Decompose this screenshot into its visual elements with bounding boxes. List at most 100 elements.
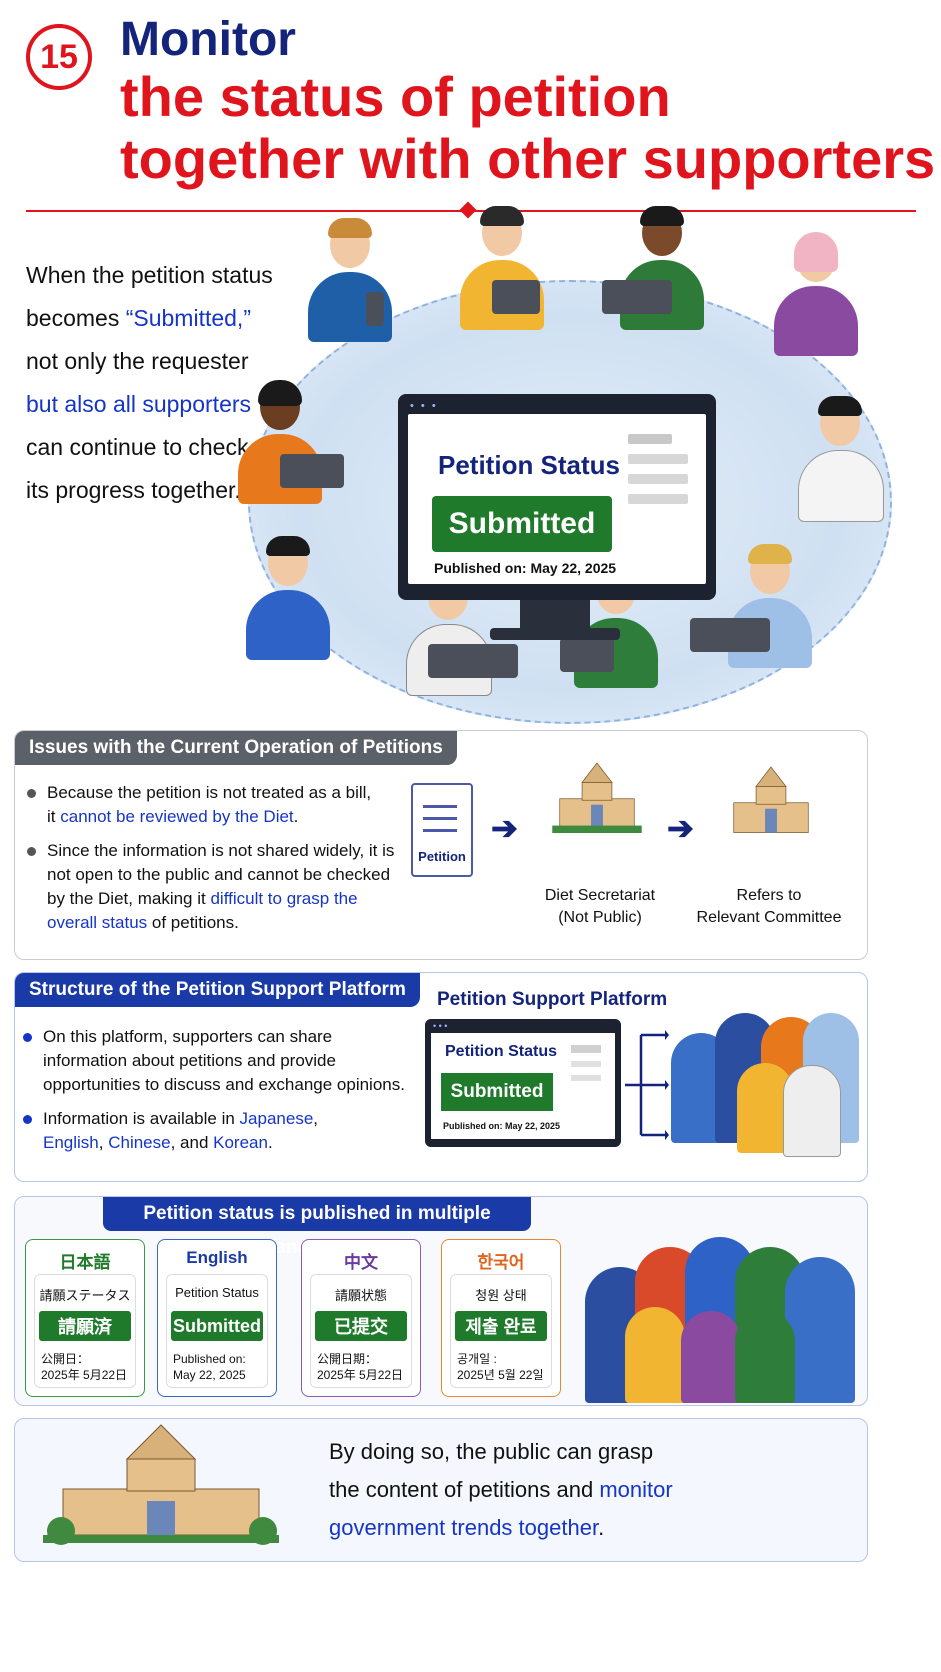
lang-date: 公開日期：2025年 5月22日 [317, 1351, 409, 1383]
caption-line: Refers to [736, 887, 802, 904]
structure-panel: Structure of the Petition Support Platfo… [14, 972, 868, 1182]
closing-line: By doing so, the public can grasp [329, 1439, 654, 1464]
supporter-figure [766, 232, 866, 356]
issue-text: of petitions. [147, 913, 239, 932]
intro-line: not only the requester [26, 348, 249, 374]
lang-card-english: English Petition Status Submitted Publis… [157, 1239, 277, 1397]
structure-bullet: On this platform, supporters can share i… [21, 1025, 411, 1097]
languages-label: Petition status is published in multiple… [103, 1197, 531, 1258]
committee-building-icon [733, 766, 809, 833]
language-korean: Korean [213, 1133, 268, 1152]
lang-status-label: Petition Status [175, 1285, 259, 1300]
closing-text-span: the content of petitions and [329, 1477, 600, 1502]
window-dots: • • • [410, 400, 438, 412]
lang-status-label: 請願状態 [334, 1288, 387, 1303]
issue-text: Because the petition is not treated as a… [47, 783, 372, 802]
caption-line: (Not Public) [558, 909, 642, 926]
submitted-highlight: “Submitted,” [125, 305, 251, 331]
lang-date-label: Published on: [173, 1352, 246, 1366]
caption-line: Diet Secretariat [544, 887, 656, 904]
issue-text: Since the information is not shared wide… [47, 841, 395, 908]
published-date: Published on: May 22, 2025 [434, 560, 617, 576]
placeholder-lines [628, 434, 688, 514]
structure-text: . [267, 1133, 273, 1152]
issues-bullets: Because the petition is not treated as a… [25, 781, 405, 945]
monitor-screen: Petition Status Submitted Published on: … [408, 414, 706, 584]
lang-name: 한국어 [477, 1253, 525, 1272]
closing-text-span: . [598, 1515, 605, 1540]
issue-bullet: Because the petition is not treated as a… [25, 781, 405, 829]
platform-submitted-badge: Submitted [441, 1073, 553, 1111]
cheering-crowd-illustration [585, 1207, 861, 1403]
arrow-right-icon: ➔ [491, 810, 518, 846]
issue-highlight: cannot be reviewed by the Diet [60, 807, 294, 826]
lang-card-inner: 청원 상태 제출 완료 공개일 :2025년 5월 22일 [450, 1274, 552, 1388]
lang-status-badge: Submitted [171, 1311, 263, 1341]
issue-text: . [293, 807, 299, 826]
structure-text: , and [170, 1133, 214, 1152]
diet-building-icon [552, 762, 642, 834]
petition-doc-label: Petition [418, 849, 466, 864]
platform-monitor: • • • Petition Status Submitted Publishe… [425, 1019, 621, 1147]
language-japanese: Japanese [239, 1109, 314, 1128]
lang-name: 日本語 [59, 1253, 111, 1272]
structure-text: , [313, 1109, 319, 1128]
supporter-figure [790, 396, 890, 522]
closing-highlight: monitor [599, 1477, 673, 1502]
title-line-2: the status of petition [120, 65, 671, 128]
lang-status-label: 청원 상태 [475, 1288, 527, 1303]
structure-bullet: Information is available in Japanese,Eng… [21, 1107, 411, 1155]
closing-highlight: government trends together [329, 1515, 599, 1540]
supporter-figure [230, 380, 344, 504]
issue-text: it [47, 807, 61, 826]
supporter-figure [452, 206, 552, 330]
structure-label: Structure of the Petition Support Platfo… [15, 973, 420, 1007]
lang-card-inner: Petition Status Submitted Published on:M… [166, 1274, 268, 1388]
intro-line: becomes “Submitted,” [26, 297, 296, 340]
supporter-figure [300, 218, 400, 342]
distribution-arrows-icon [625, 1030, 669, 1140]
petition-status-monitor: • • • Petition Status Submitted Publishe… [398, 394, 716, 600]
closing-panel: By doing so, the public can grasp the co… [14, 1418, 868, 1562]
intro-line: can continue to check [26, 434, 249, 460]
diet-secretariat-caption: Diet Secretariat (Not Public) [525, 885, 675, 929]
submitted-badge: Submitted [432, 496, 612, 552]
intro-line: its progress together. [26, 477, 241, 503]
supporter-figure [238, 536, 338, 660]
lang-date-label: 公開日期： [317, 1352, 378, 1366]
lang-date-label: 公開日： [41, 1352, 90, 1366]
petition-document-icon: Petition [411, 783, 473, 877]
closing-text: By doing so, the public can grasp the co… [329, 1433, 849, 1547]
lang-name: English [186, 1248, 248, 1267]
lang-status-label: 請願ステータス [39, 1288, 131, 1303]
languages-panel: Petition status is published in multiple… [14, 1196, 868, 1406]
monitor-stand [520, 600, 590, 630]
intro-text-span: becomes [26, 305, 126, 331]
platform-title: Petition Support Platform [437, 989, 668, 1010]
lang-date-label: 공개일 : [457, 1352, 497, 1366]
lang-card-korean: 한국어 청원 상태 제출 완료 공개일 :2025년 5월 22일 [441, 1239, 561, 1397]
intro-text: When the petition status becomes “Submit… [26, 254, 296, 512]
structure-text: , [98, 1133, 109, 1152]
section-number-badge: 15 [26, 24, 92, 90]
window-dots: • • • [433, 1021, 448, 1031]
intro-highlight-line: but also all supporters [26, 391, 252, 417]
lang-card-inner: 請願状態 已提交 公開日期：2025年 5月22日 [310, 1274, 412, 1388]
intro-line: When the petition status [26, 262, 273, 288]
lang-date: 公開日：2025年 5月22日 [41, 1351, 133, 1383]
issues-label: Issues with the Current Operation of Pet… [15, 731, 457, 765]
lang-date: 공개일 :2025년 5월 22일 [457, 1351, 549, 1383]
issue-highlight: difficult to grasp the overall status [47, 889, 358, 932]
lang-date: Published on:May 22, 2025 [173, 1351, 265, 1383]
lang-card-inner: 請願ステータス 請願済 公開日：2025年 5月22日 [34, 1274, 136, 1388]
petition-status-title: Petition Status [438, 450, 621, 480]
platform-date: Published on: May 22, 2025 [443, 1121, 561, 1131]
issue-bullet: Since the information is not shared wide… [25, 839, 405, 935]
closing-line: the content of petitions and monitor [329, 1471, 849, 1509]
lang-status-badge: 제출 완료 [455, 1311, 547, 1341]
platform-status-title: Petition Status [445, 1043, 558, 1060]
title-line-3: together with other supporters [120, 127, 936, 190]
monitor-base [490, 628, 620, 640]
structure-bullets: On this platform, supporters can share i… [21, 1025, 411, 1165]
caption-line: Relevant Committee [696, 909, 842, 926]
